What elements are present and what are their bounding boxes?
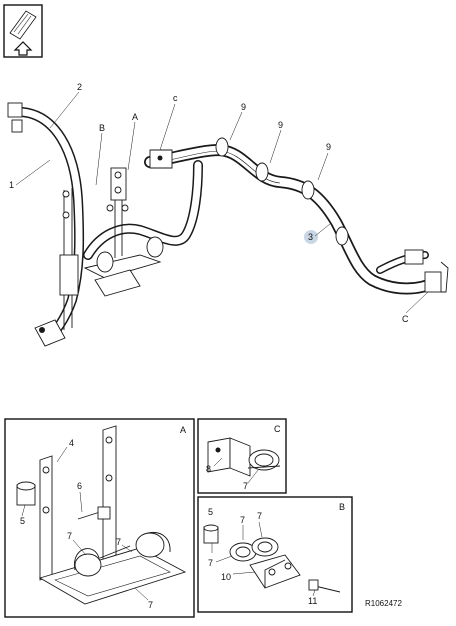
callout-9-third: 9	[326, 142, 331, 152]
detail-B-callout-7-top-right: 7	[257, 511, 262, 521]
detail-view-A: A 4 6 5 7 7 7	[4, 418, 195, 618]
detail-A-label: A	[180, 425, 186, 435]
detail-view-B: B 5 7 7 7 10 11	[197, 496, 353, 613]
detail-A-callout-7-bottom: 7	[148, 600, 153, 610]
detail-A-callout-5: 5	[20, 516, 25, 526]
orientation-icon-box	[3, 4, 43, 58]
main-harness-assembly: 2 1 B A c 9 9 9 3 C	[7, 82, 449, 347]
detail-C-callout-7: 7	[243, 481, 248, 491]
detail-A-callout-4: 4	[69, 438, 74, 448]
callout-C: C	[402, 314, 409, 324]
callout-9-first: 9	[241, 102, 246, 112]
detail-B-callout-7-left: 7	[208, 558, 213, 568]
highlight-marker	[304, 230, 318, 244]
callout-c: c	[173, 93, 178, 103]
detail-A-callout-7-mid: 7	[116, 537, 121, 547]
detail-C-callout-8: 8	[206, 464, 211, 474]
callout-9-second: 9	[278, 120, 283, 130]
detail-view-C: C 8 7	[197, 418, 287, 494]
reference-code: R1062472	[365, 599, 402, 608]
direction-arrow-icon	[9, 10, 37, 56]
detail-B-callout-10: 10	[221, 572, 231, 582]
callout-1: 1	[9, 180, 14, 190]
detail-A-callout-7-left: 7	[67, 531, 72, 541]
callout-A: A	[132, 112, 138, 122]
callout-2: 2	[77, 82, 82, 92]
detail-C-label: C	[274, 424, 281, 434]
detail-B-callout-5: 5	[208, 507, 213, 517]
callout-3: 3	[308, 232, 313, 242]
detail-B-callout-11: 11	[308, 596, 317, 606]
detail-B-label: B	[339, 502, 345, 512]
detail-B-callout-7-top-left: 7	[240, 515, 245, 525]
callout-B: B	[99, 123, 105, 133]
detail-A-callout-6: 6	[77, 481, 82, 491]
